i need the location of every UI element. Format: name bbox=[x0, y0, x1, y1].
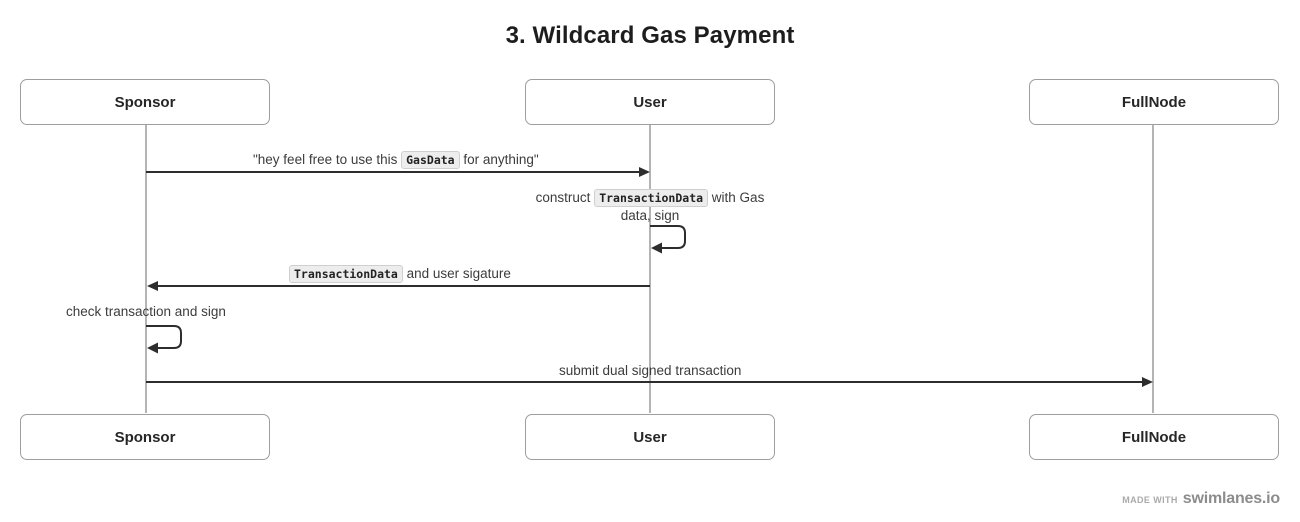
self-loop-sponsor bbox=[144, 324, 192, 354]
message-2-text-suffix: with Gas data, sign bbox=[620, 190, 765, 223]
code-chip-transactiondata-2: TransactionData bbox=[289, 265, 403, 283]
participant-user-bottom[interactable]: User bbox=[525, 414, 775, 460]
participant-label: FullNode bbox=[1121, 93, 1187, 111]
message-arrow-3 bbox=[157, 285, 650, 287]
participant-fullnode-top[interactable]: FullNode bbox=[1029, 79, 1279, 125]
message-label-4: check transaction and sign bbox=[66, 303, 226, 321]
message-1-text-suffix: for anything" bbox=[459, 152, 539, 167]
lifeline-fullnode bbox=[1152, 125, 1154, 413]
self-loop-user bbox=[648, 224, 696, 254]
message-label-3: TransactionData and user sigature bbox=[289, 265, 511, 283]
participant-sponsor-bottom[interactable]: Sponsor bbox=[20, 414, 270, 460]
message-1-text-prefix: "hey feel free to use this bbox=[253, 152, 402, 167]
footer-branding[interactable]: MADE WITH swimlanes.io bbox=[1122, 490, 1280, 508]
lifeline-user bbox=[649, 125, 651, 413]
participant-sponsor-top[interactable]: Sponsor bbox=[20, 79, 270, 125]
message-arrow-1 bbox=[146, 171, 640, 173]
brand-name-label: swimlanes.io bbox=[1182, 490, 1280, 507]
lifeline-sponsor bbox=[145, 125, 147, 413]
code-chip-gasdata: GasData bbox=[401, 151, 460, 169]
message-2-text-prefix: construct bbox=[535, 190, 595, 205]
arrowhead-left-icon bbox=[147, 280, 158, 291]
message-3-text-suffix: and user sigature bbox=[402, 266, 511, 281]
made-with-label: MADE WITH bbox=[1122, 495, 1178, 505]
participant-fullnode-bottom[interactable]: FullNode bbox=[1029, 414, 1279, 460]
message-arrow-5 bbox=[146, 381, 1143, 383]
message-label-1: "hey feel free to use this GasData for a… bbox=[253, 151, 539, 169]
participant-label: Sponsor bbox=[114, 428, 176, 446]
participant-label: User bbox=[633, 428, 667, 446]
page-title: 3. Wildcard Gas Payment bbox=[505, 22, 795, 49]
message-label-5: submit dual signed transaction bbox=[559, 362, 741, 380]
participant-label: User bbox=[633, 93, 667, 111]
participant-label: FullNode bbox=[1121, 428, 1187, 446]
participant-label: Sponsor bbox=[114, 93, 176, 111]
message-4-text: check transaction and sign bbox=[66, 304, 226, 319]
message-5-text: submit dual signed transaction bbox=[559, 363, 742, 378]
participant-user-top[interactable]: User bbox=[525, 79, 775, 125]
arrowhead-right-icon bbox=[1142, 376, 1153, 387]
code-chip-transactiondata-1: TransactionData bbox=[594, 189, 709, 207]
arrowhead-right-icon bbox=[639, 166, 650, 177]
message-label-2: construct TransactionData with Gas data,… bbox=[520, 189, 780, 225]
